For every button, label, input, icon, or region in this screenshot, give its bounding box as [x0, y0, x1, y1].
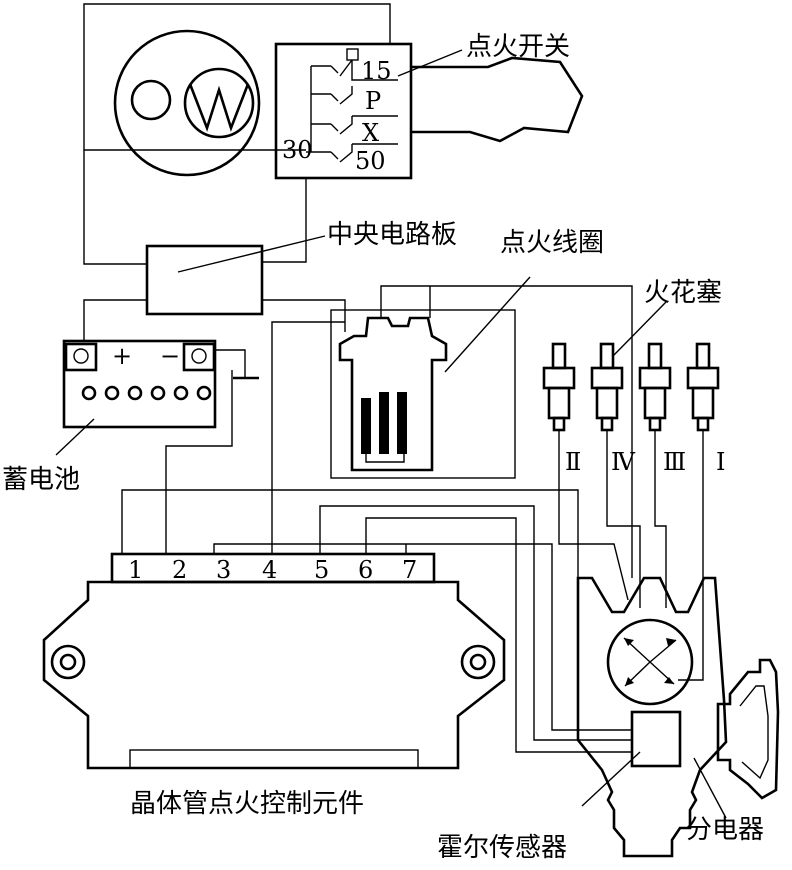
- spark-plug-iii: [638, 342, 672, 432]
- pin-3-label: 3: [216, 556, 231, 584]
- pin-6-label: 6: [358, 556, 373, 584]
- terminal-p-label: P: [365, 87, 381, 115]
- central-board-label: 中央电路板: [327, 220, 457, 250]
- terminal-50-label: 50: [355, 147, 386, 175]
- spark-plug-i: [686, 342, 720, 432]
- spark-plug-ii: [542, 342, 576, 432]
- ignition-switch-label: 点火开关: [466, 32, 570, 62]
- control-unit-label: 晶体管点火控制元件: [130, 789, 364, 819]
- hall-sensor-label: 霍尔传感器: [437, 833, 567, 863]
- ignition-switch: 15 P X 50 30 点火开关: [113, 29, 584, 180]
- terminal-15-label: 15: [361, 57, 392, 85]
- battery-plus-label: +: [112, 342, 132, 370]
- plug-number-ii: Ⅱ: [565, 448, 581, 476]
- pin-2-label: 2: [172, 556, 187, 584]
- spark-plugs: Ⅱ Ⅳ Ⅲ Ⅰ 火花塞: [542, 278, 725, 476]
- central-board: 中央电路板: [145, 220, 457, 316]
- pin-7-label: 7: [402, 556, 417, 584]
- spark-plug-label: 火花塞: [644, 278, 722, 308]
- battery: + − 蓄电池: [2, 339, 259, 495]
- ignition-coil-label: 点火线圈: [500, 228, 604, 258]
- spark-plug-iv: [590, 342, 624, 432]
- wiring: [83, 3, 704, 753]
- terminal-x-label: X: [362, 119, 379, 147]
- control-unit: 1 2 3 4 5 6 7 晶体管点火控制元件: [42, 552, 506, 819]
- battery-label: 蓄电池: [2, 465, 80, 495]
- distributor-label: 分电器: [686, 815, 764, 845]
- pin-4-label: 4: [262, 556, 277, 584]
- ignition-coil: 点火线圈: [330, 228, 604, 479]
- pin-1-label: 1: [128, 556, 143, 584]
- battery-minus-label: −: [160, 342, 180, 370]
- plug-number-iii: Ⅲ: [663, 448, 686, 476]
- plug-number-i: Ⅰ: [716, 448, 725, 476]
- distributor: 霍尔传感器 分电器: [437, 576, 780, 863]
- pin-5-label: 5: [314, 556, 329, 584]
